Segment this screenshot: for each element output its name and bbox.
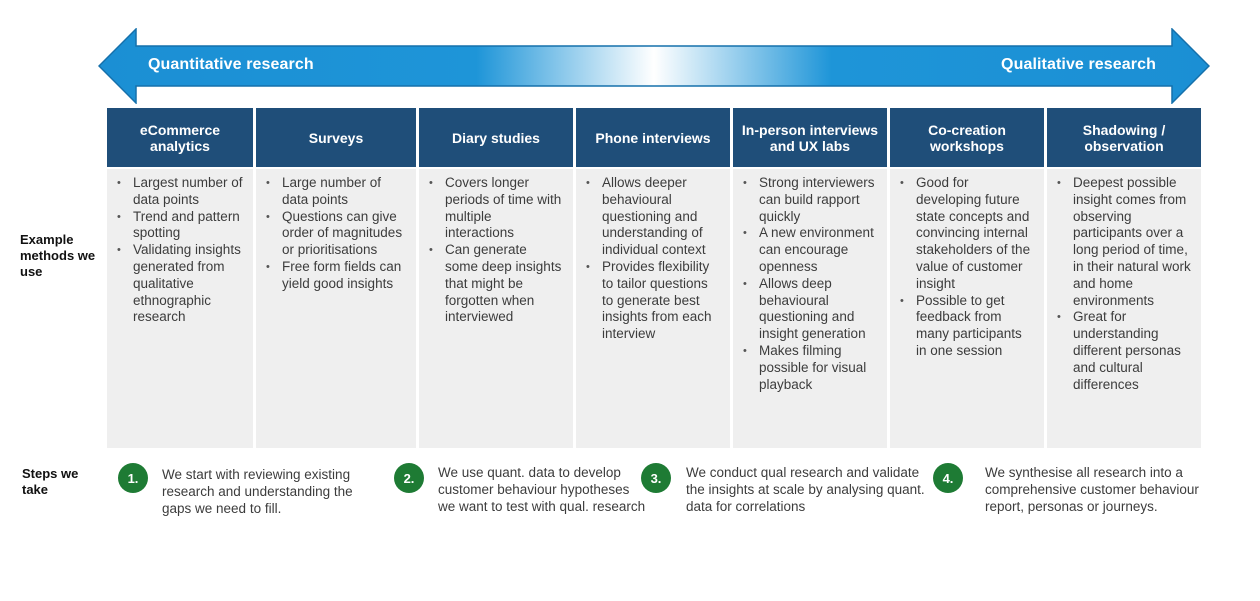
method-title: Surveys xyxy=(256,108,416,167)
step-number-badge: 4. xyxy=(933,463,963,493)
bullet-list: Good for developing future state concept… xyxy=(898,175,1034,360)
method-details: Largest number of data points Trend and … xyxy=(107,169,253,448)
method-column-shadowing-observation: Shadowing / observation Deepest possible… xyxy=(1047,108,1201,448)
bullet-list: Allows deeper behavioural questioning an… xyxy=(584,175,720,343)
method-column-in-person-interviews: In-person interviews and UX labs Strong … xyxy=(733,108,887,448)
bullet-item: Validating insights generated from quali… xyxy=(115,242,243,326)
method-details: Deepest possible insight comes from obse… xyxy=(1047,169,1201,448)
step-description: We start with reviewing existing researc… xyxy=(162,467,353,516)
bullet-item: Good for developing future state concept… xyxy=(898,175,1034,293)
method-title: Shadowing / observation xyxy=(1047,108,1201,167)
bullet-item: Questions can give order of magnitudes o… xyxy=(264,209,406,259)
method-column-co-creation-workshops: Co-creation workshops Good for developin… xyxy=(890,108,1044,448)
bullet-list: Covers longer periods of time with multi… xyxy=(427,175,563,326)
double-arrow-icon xyxy=(98,28,1210,104)
steps-row-label: Steps we take xyxy=(22,466,79,497)
step-number-badge: 1. xyxy=(118,463,148,493)
example-methods-row-label: Example methods we use xyxy=(20,232,96,279)
bullet-item: Allows deeper behavioural questioning an… xyxy=(584,175,720,259)
method-column-ecommerce-analytics: eCommerce analytics Largest number of da… xyxy=(107,108,253,448)
bullet-item: Provides flexibility to tailor questions… xyxy=(584,259,720,343)
method-title: eCommerce analytics xyxy=(107,108,253,167)
bullet-item: Can generate some deep insights that mig… xyxy=(427,242,563,326)
method-details: Large number of data points Questions ca… xyxy=(256,169,416,448)
bullet-item: Deepest possible insight comes from obse… xyxy=(1055,175,1191,309)
step-description: We use quant. data to develop customer b… xyxy=(438,465,646,514)
method-title: Phone interviews xyxy=(576,108,730,167)
bullet-item: Makes filming possible for visual playba… xyxy=(741,343,877,393)
bullet-item: Largest number of data points xyxy=(115,175,243,209)
step-description: We conduct qual research and validate th… xyxy=(686,465,925,514)
step-number-badge: 2. xyxy=(394,463,424,493)
bullet-list: Largest number of data points Trend and … xyxy=(115,175,243,326)
method-column-phone-interviews: Phone interviews Allows deeper behaviour… xyxy=(576,108,730,448)
bullet-item: Great for understanding different person… xyxy=(1055,309,1191,393)
method-column-surveys: Surveys Large number of data points Ques… xyxy=(256,108,416,448)
method-details: Covers longer periods of time with multi… xyxy=(419,169,573,448)
method-title: Co-creation workshops xyxy=(890,108,1044,167)
method-details: Allows deeper behavioural questioning an… xyxy=(576,169,730,448)
method-title: In-person interviews and UX labs xyxy=(733,108,887,167)
bullet-item: Trend and pattern spotting xyxy=(115,209,243,243)
method-title: Diary studies xyxy=(419,108,573,167)
step-number-badge: 3. xyxy=(641,463,671,493)
bullet-list: Strong interviewers can build rapport qu… xyxy=(741,175,877,393)
method-details: Good for developing future state concept… xyxy=(890,169,1044,448)
bullet-item: Strong interviewers can build rapport qu… xyxy=(741,175,877,225)
bullet-item: A new environment can encourage openness xyxy=(741,225,877,275)
quantitative-research-label: Quantitative research xyxy=(148,56,314,73)
method-column-diary-studies: Diary studies Covers longer periods of t… xyxy=(419,108,573,448)
bullet-list: Deepest possible insight comes from obse… xyxy=(1055,175,1191,393)
bullet-item: Free form fields can yield good insights xyxy=(264,259,406,293)
step-description: We synthesise all research into a compre… xyxy=(985,465,1199,514)
method-details: Strong interviewers can build rapport qu… xyxy=(733,169,887,448)
research-spectrum-arrow xyxy=(98,28,1210,104)
bullet-item: Large number of data points xyxy=(264,175,406,209)
qualitative-research-label: Qualitative research xyxy=(1001,56,1156,73)
bullet-item: Covers longer periods of time with multi… xyxy=(427,175,563,242)
bullet-item: Allows deep behavioural questioning and … xyxy=(741,276,877,343)
bullet-item: Possible to get feedback from many parti… xyxy=(898,293,1034,360)
bullet-list: Large number of data points Questions ca… xyxy=(264,175,406,293)
